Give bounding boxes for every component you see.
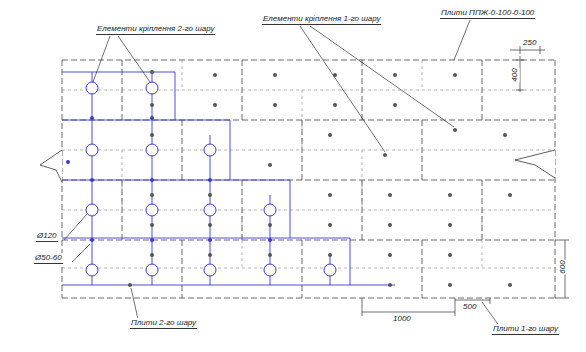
dimension: 500 bbox=[462, 302, 477, 312]
leader-note: Елементи кріплення 2-го шару bbox=[96, 24, 215, 35]
leader-note: Плити ППЖ-0-100-0-100 bbox=[440, 8, 535, 19]
dimension: 250 bbox=[522, 38, 537, 48]
dimension: 400 bbox=[510, 67, 520, 82]
dimension: 1000 bbox=[392, 314, 412, 324]
diameter-note: Ø120 bbox=[36, 231, 58, 242]
leader-note: Плити 2-го шару bbox=[130, 318, 197, 329]
leader-note: Елементи кріплення 1-го шару bbox=[262, 14, 381, 25]
dimension: 600 bbox=[558, 259, 568, 274]
diameter-note: Ø50-60 bbox=[34, 253, 63, 264]
leader-note: Плити 1-го шару bbox=[492, 324, 559, 335]
